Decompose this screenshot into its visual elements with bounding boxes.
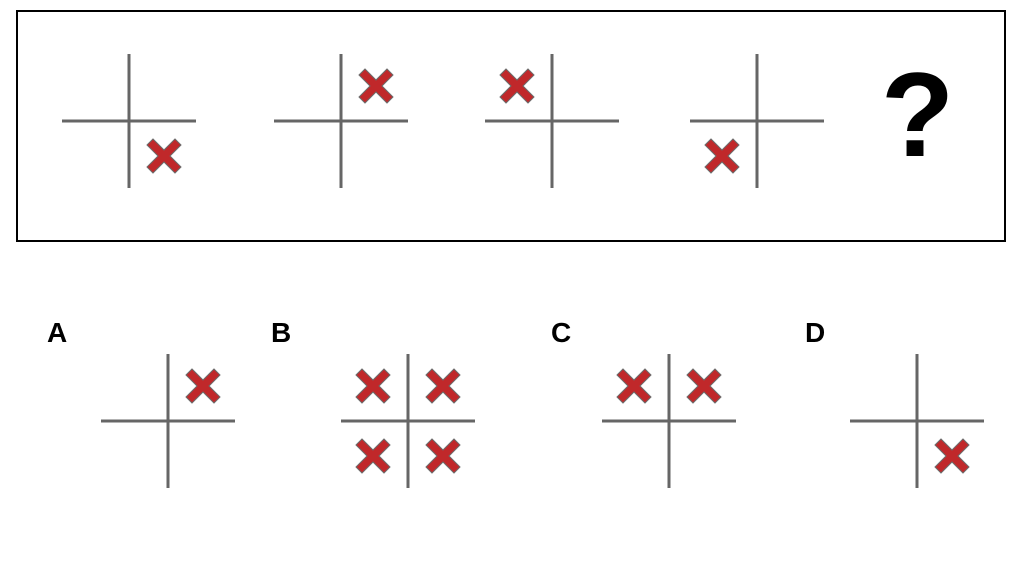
x-mark-icon-tl [355,368,391,404]
cross-grid [602,354,736,488]
x-mark-icon-tl [616,368,652,404]
option-a-panel[interactable] [101,354,235,488]
sequence-box [16,10,1006,242]
option-c-label: C [551,317,572,348]
x-mark-icon-tl [499,68,535,104]
x-mark-icon-br [934,438,970,474]
option-b-label: B [271,317,292,348]
cross-grid [274,54,408,188]
x-mark-icon-tr [425,368,461,404]
x-mark-icon-br [425,438,461,474]
x-mark-icon-tr [686,368,722,404]
x-mark-icon-bl [704,138,740,174]
x-mark-icon-br [146,138,182,174]
cross-grid [101,354,235,488]
option-b-panel[interactable] [341,354,475,488]
cross-grid [62,54,196,188]
sequence-panel-2 [274,54,408,188]
option-c-panel[interactable] [602,354,736,488]
option-a-label: A [47,317,68,348]
cross-grid [485,54,619,188]
option-d-panel[interactable] [850,354,984,488]
cross-grid [850,354,984,488]
x-mark-icon-tr [185,368,221,404]
x-mark-icon-bl [355,438,391,474]
question-mark: ? [880,48,955,182]
x-mark-icon-tr [358,68,394,104]
sequence-panel-4 [690,54,824,188]
option-d-label: D [805,317,826,348]
sequence-panel-3 [485,54,619,188]
cross-grid [690,54,824,188]
cross-grid [341,354,475,488]
sequence-panel-1 [62,54,196,188]
